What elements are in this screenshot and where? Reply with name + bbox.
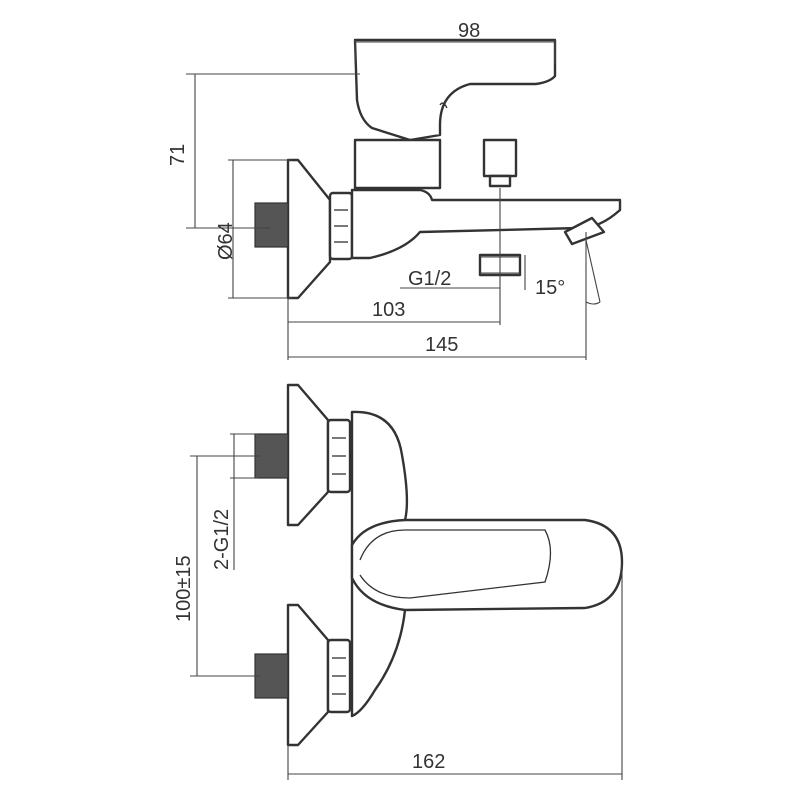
side-view: 98 71 Ø64 G1/2 15° 103 145 — [167, 20, 622, 360]
mixer-body-side — [350, 188, 622, 260]
front-view: 100±15 2-G1/2 162 — [173, 383, 624, 780]
inlet-thread-upper — [254, 433, 289, 479]
diverter-stem — [488, 174, 512, 188]
handle-lever-front — [350, 518, 624, 612]
inlet-thread-side — [254, 202, 289, 248]
spout-outlet — [563, 216, 606, 246]
cartridge-body-side — [353, 138, 442, 190]
wall-flange-side — [286, 158, 332, 300]
dim-outlet-depth: 103 — [372, 299, 405, 321]
wall-flange-upper — [286, 383, 330, 527]
dim-inlet-spacing: 100±15 — [173, 555, 195, 622]
label-thread: G1/2 — [408, 268, 451, 290]
diverter-knob — [482, 138, 518, 178]
handle-inner-contour — [359, 529, 552, 599]
dim-diameter: Ø64 — [215, 222, 237, 260]
wall-flange-lower — [286, 603, 330, 747]
dim-total-width: 162 — [412, 751, 445, 773]
dim-total-depth: 145 — [425, 334, 458, 356]
dim-handle-height: 71 — [167, 144, 189, 166]
inlet-thread-lower — [254, 653, 289, 699]
label-angle: 15° — [535, 277, 565, 299]
dim-width-top: 98 — [458, 20, 480, 42]
handle-lever-side — [353, 38, 557, 142]
label-inlet-thread: 2-G1/2 — [211, 509, 233, 570]
